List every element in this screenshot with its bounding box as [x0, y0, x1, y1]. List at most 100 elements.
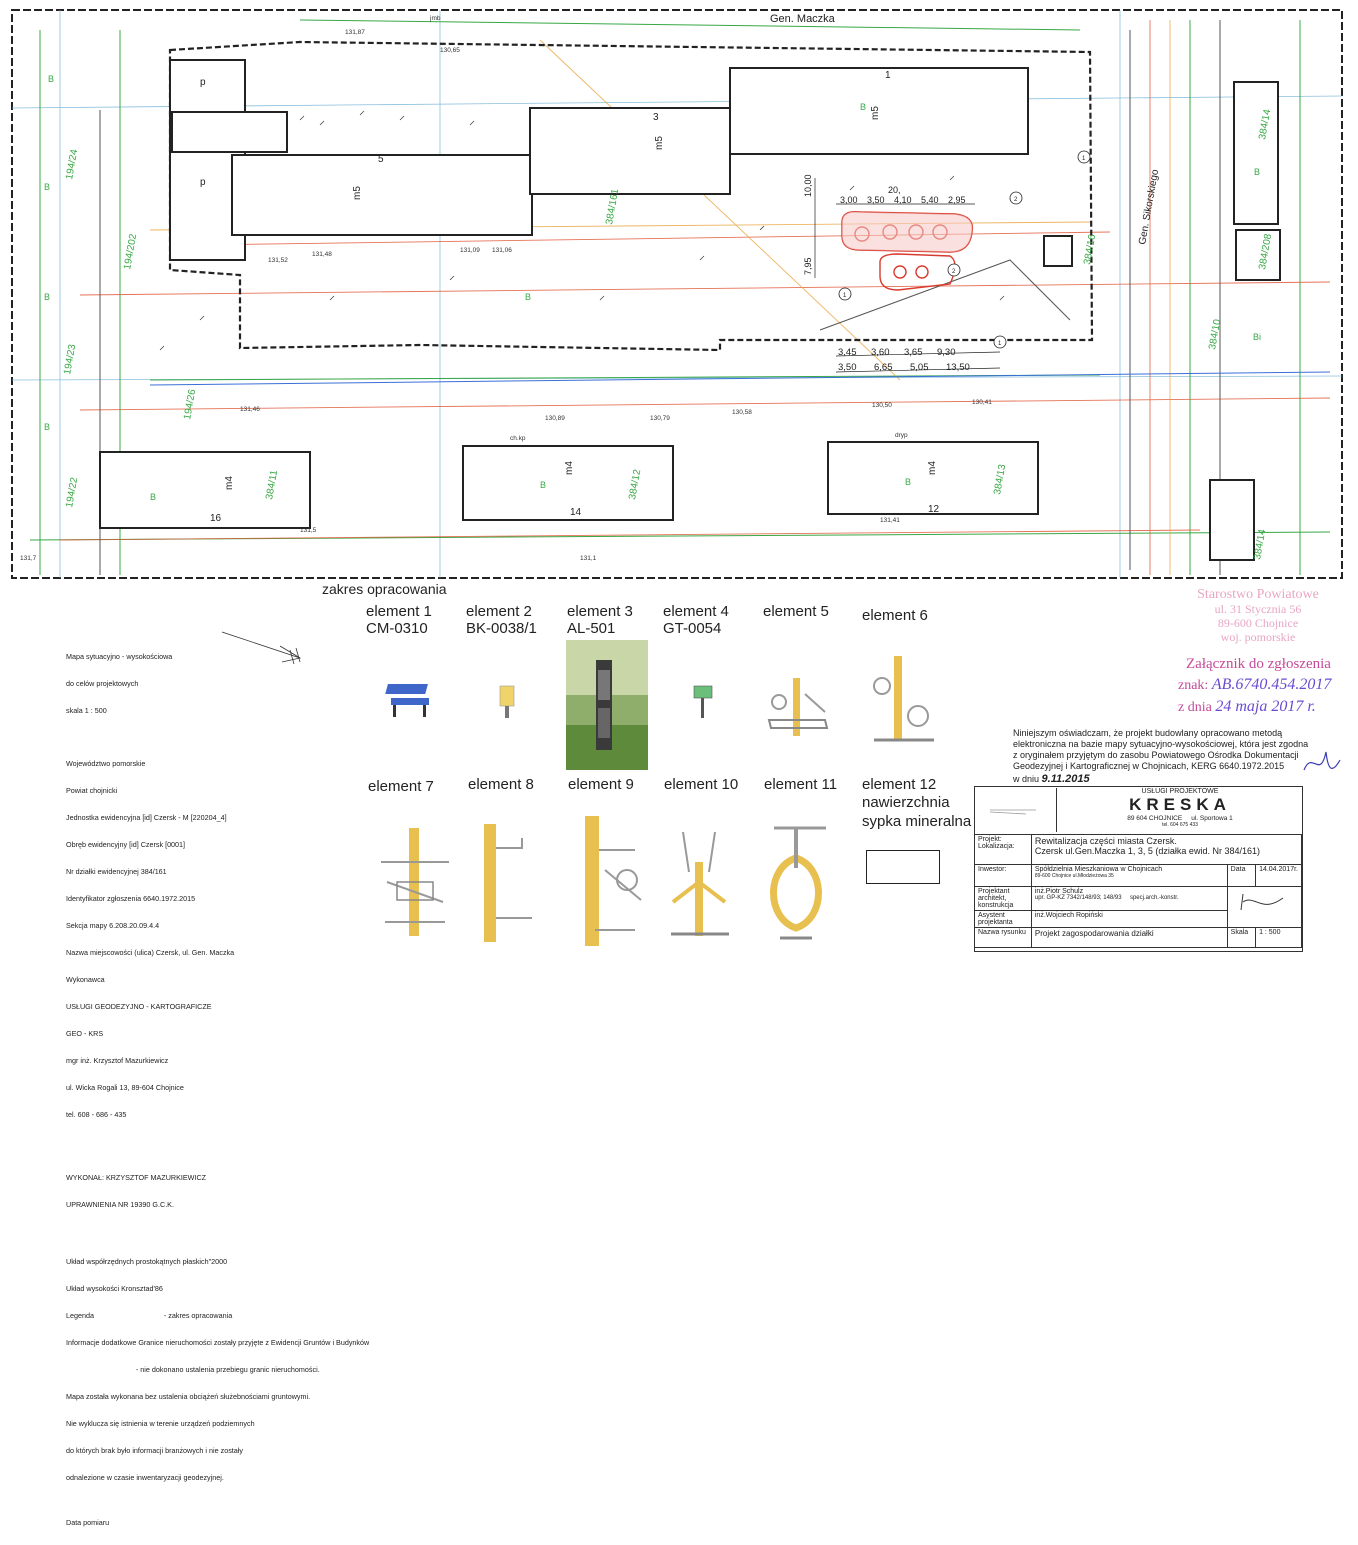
project-cell: Rewitalizacja części miasta Czersk. Czer… — [1030, 834, 1303, 865]
svg-text:p: p — [200, 177, 206, 188]
svg-text:1: 1 — [1082, 156, 1086, 162]
dimension-vertical-b: 7,95 — [803, 257, 813, 275]
svg-text:B: B — [860, 102, 866, 112]
svg-text:12: 12 — [928, 504, 940, 515]
sign-board-icon — [693, 685, 713, 718]
investor-label: Inwestor: — [974, 864, 1032, 887]
svg-text:194/23: 194/23 — [62, 343, 78, 375]
element-6-label: element 6 — [862, 607, 928, 624]
svg-text:m4: m4 — [224, 476, 235, 490]
svg-text:384/14: 384/14 — [1257, 108, 1273, 140]
dimension-mid-b-3: 13,50 — [946, 362, 970, 373]
svg-text:B: B — [525, 292, 531, 302]
outdoor-gym-twister-icon — [770, 826, 826, 940]
svg-text:384/11: 384/11 — [264, 469, 280, 501]
svg-text:B: B — [44, 182, 50, 192]
company-header: USŁUGI PROJEKTOWE KRESKA 89 604 CHOJNICE… — [1127, 788, 1233, 828]
svg-text:130,65: 130,65 — [440, 47, 460, 54]
dimension-top-0: 3,00 — [840, 195, 858, 205]
svg-text:Bi: Bi — [1253, 332, 1261, 342]
range-label: zakres opracowania — [322, 581, 447, 597]
svg-text:m5: m5 — [352, 186, 363, 200]
dimension-top-3: 5,40 — [921, 195, 939, 205]
dimension-top-1: 3,50 — [867, 195, 885, 205]
svg-text:194/26: 194/26 — [182, 388, 198, 420]
svg-text:jmb: jmb — [429, 15, 441, 22]
element-3-label: element 3 AL-501 — [567, 603, 633, 637]
outdoor-gym-bike-icon — [873, 656, 934, 742]
svg-text:131,1: 131,1 — [580, 555, 597, 562]
svg-text:m4: m4 — [927, 461, 938, 475]
declaration-text: Niniejszym oświadczam, że projekt budowl… — [1013, 728, 1309, 771]
dimension-mid-b-2: 5,05 — [910, 362, 929, 373]
trash-bin-icon — [499, 685, 515, 718]
title-block-logo-area — [976, 788, 1057, 832]
svg-text:130,58: 130,58 — [732, 409, 752, 416]
svg-text:1: 1 — [843, 293, 847, 299]
element-2-label: element 2 BK-0038/1 — [466, 603, 537, 637]
element-8-label: element 8 — [468, 776, 534, 793]
svg-text:p: p — [200, 77, 206, 88]
surface-swatch — [866, 850, 940, 884]
svg-text:14: 14 — [570, 507, 582, 518]
dimension-mid-a-1: 3,60 — [871, 347, 890, 358]
svg-text:131,48: 131,48 — [312, 251, 332, 258]
scale-value: 1 : 500 — [1255, 927, 1302, 948]
svg-text:384/14: 384/14 — [1252, 528, 1268, 560]
date-label: Data — [1226, 864, 1257, 887]
svg-text:384/10: 384/10 — [1207, 318, 1223, 350]
svg-text:dryp: dryp — [895, 432, 908, 439]
date-value: 14.04.2017r. — [1255, 864, 1302, 887]
svg-text:130,41: 130,41 — [972, 399, 992, 406]
svg-text:194/24: 194/24 — [64, 148, 80, 180]
dimension-mid-b-0: 3,50 — [838, 362, 857, 373]
site-plan-sheet: p p 5 3 1 16 14 12 m5 m5 m5 m4 m4 m4 Gen… — [11, 9, 1343, 1527]
assistant-value: inż.Wojciech Ropiński — [1030, 910, 1228, 928]
attachment-date: z dnia 24 maja 2017 r. — [1178, 698, 1316, 715]
outdoor-gym-wheel-icon — [484, 824, 532, 942]
outdoor-gym-walker-icon — [671, 831, 729, 936]
dimension-mid-b-1: 6,65 — [874, 362, 893, 373]
svg-text:16: 16 — [210, 513, 222, 524]
bench-icon — [385, 684, 429, 717]
dimension-top-2: 4,10 — [894, 195, 912, 205]
outdoor-gym-press-icon — [585, 816, 642, 946]
dimension-mid-a-0: 3,45 — [838, 347, 857, 358]
scale-label: Skala — [1226, 927, 1257, 948]
dimension-top-4: 2,95 — [948, 195, 966, 205]
svg-text:130,89: 130,89 — [545, 415, 565, 422]
svg-text:ch.kp: ch.kp — [510, 435, 526, 442]
building-label-5: 5 — [378, 154, 384, 165]
svg-text:131,52: 131,52 — [268, 257, 288, 264]
svg-text:131,87: 131,87 — [345, 29, 365, 36]
dimension-mid-a-3: 9,30 — [937, 347, 956, 358]
designer-label: Projektant architekt, konstrukcja — [974, 886, 1032, 911]
element-12-label: element 12 nawierzchnia sypka mineralna — [862, 776, 972, 830]
assistant-label: Asystent projektanta — [974, 910, 1032, 928]
dimensions-top: 3,00 3,50 4,10 5,40 2,95 — [840, 195, 966, 205]
svg-text:2: 2 — [1014, 197, 1018, 203]
svg-text:B: B — [905, 477, 911, 487]
svg-text:131,09: 131,09 — [460, 247, 480, 254]
legend-block: Mapa sytuacyjno - wysokościowa do celów … — [66, 652, 370, 1527]
svg-text:m4: m4 — [564, 461, 575, 475]
element-5-label: element 5 — [763, 603, 829, 620]
declaration-date: w dniu 9.11.2015 — [1013, 773, 1090, 785]
north-arrow-icon — [221, 631, 302, 665]
svg-text:131,06: 131,06 — [492, 247, 512, 254]
svg-text:3: 3 — [653, 112, 659, 123]
svg-text:131,5: 131,5 — [300, 527, 317, 534]
svg-text:m5: m5 — [654, 136, 665, 150]
dimension-total-top: 20, — [888, 185, 901, 195]
svg-text:B: B — [150, 492, 156, 502]
outdoor-gym-machine-icon — [767, 678, 829, 736]
project-label: Projekt: Lokalizacja: — [974, 834, 1032, 865]
dimension-vertical: 10,00 — [803, 174, 813, 197]
element-9-label: element 9 — [568, 776, 634, 793]
title-block-table: Projekt: Lokalizacja: Rewitalizacja częś… — [974, 834, 1303, 948]
svg-text:130,50: 130,50 — [872, 402, 892, 409]
svg-text:B: B — [48, 74, 54, 84]
svg-text:m5: m5 — [870, 106, 881, 120]
svg-text:B: B — [44, 292, 50, 302]
